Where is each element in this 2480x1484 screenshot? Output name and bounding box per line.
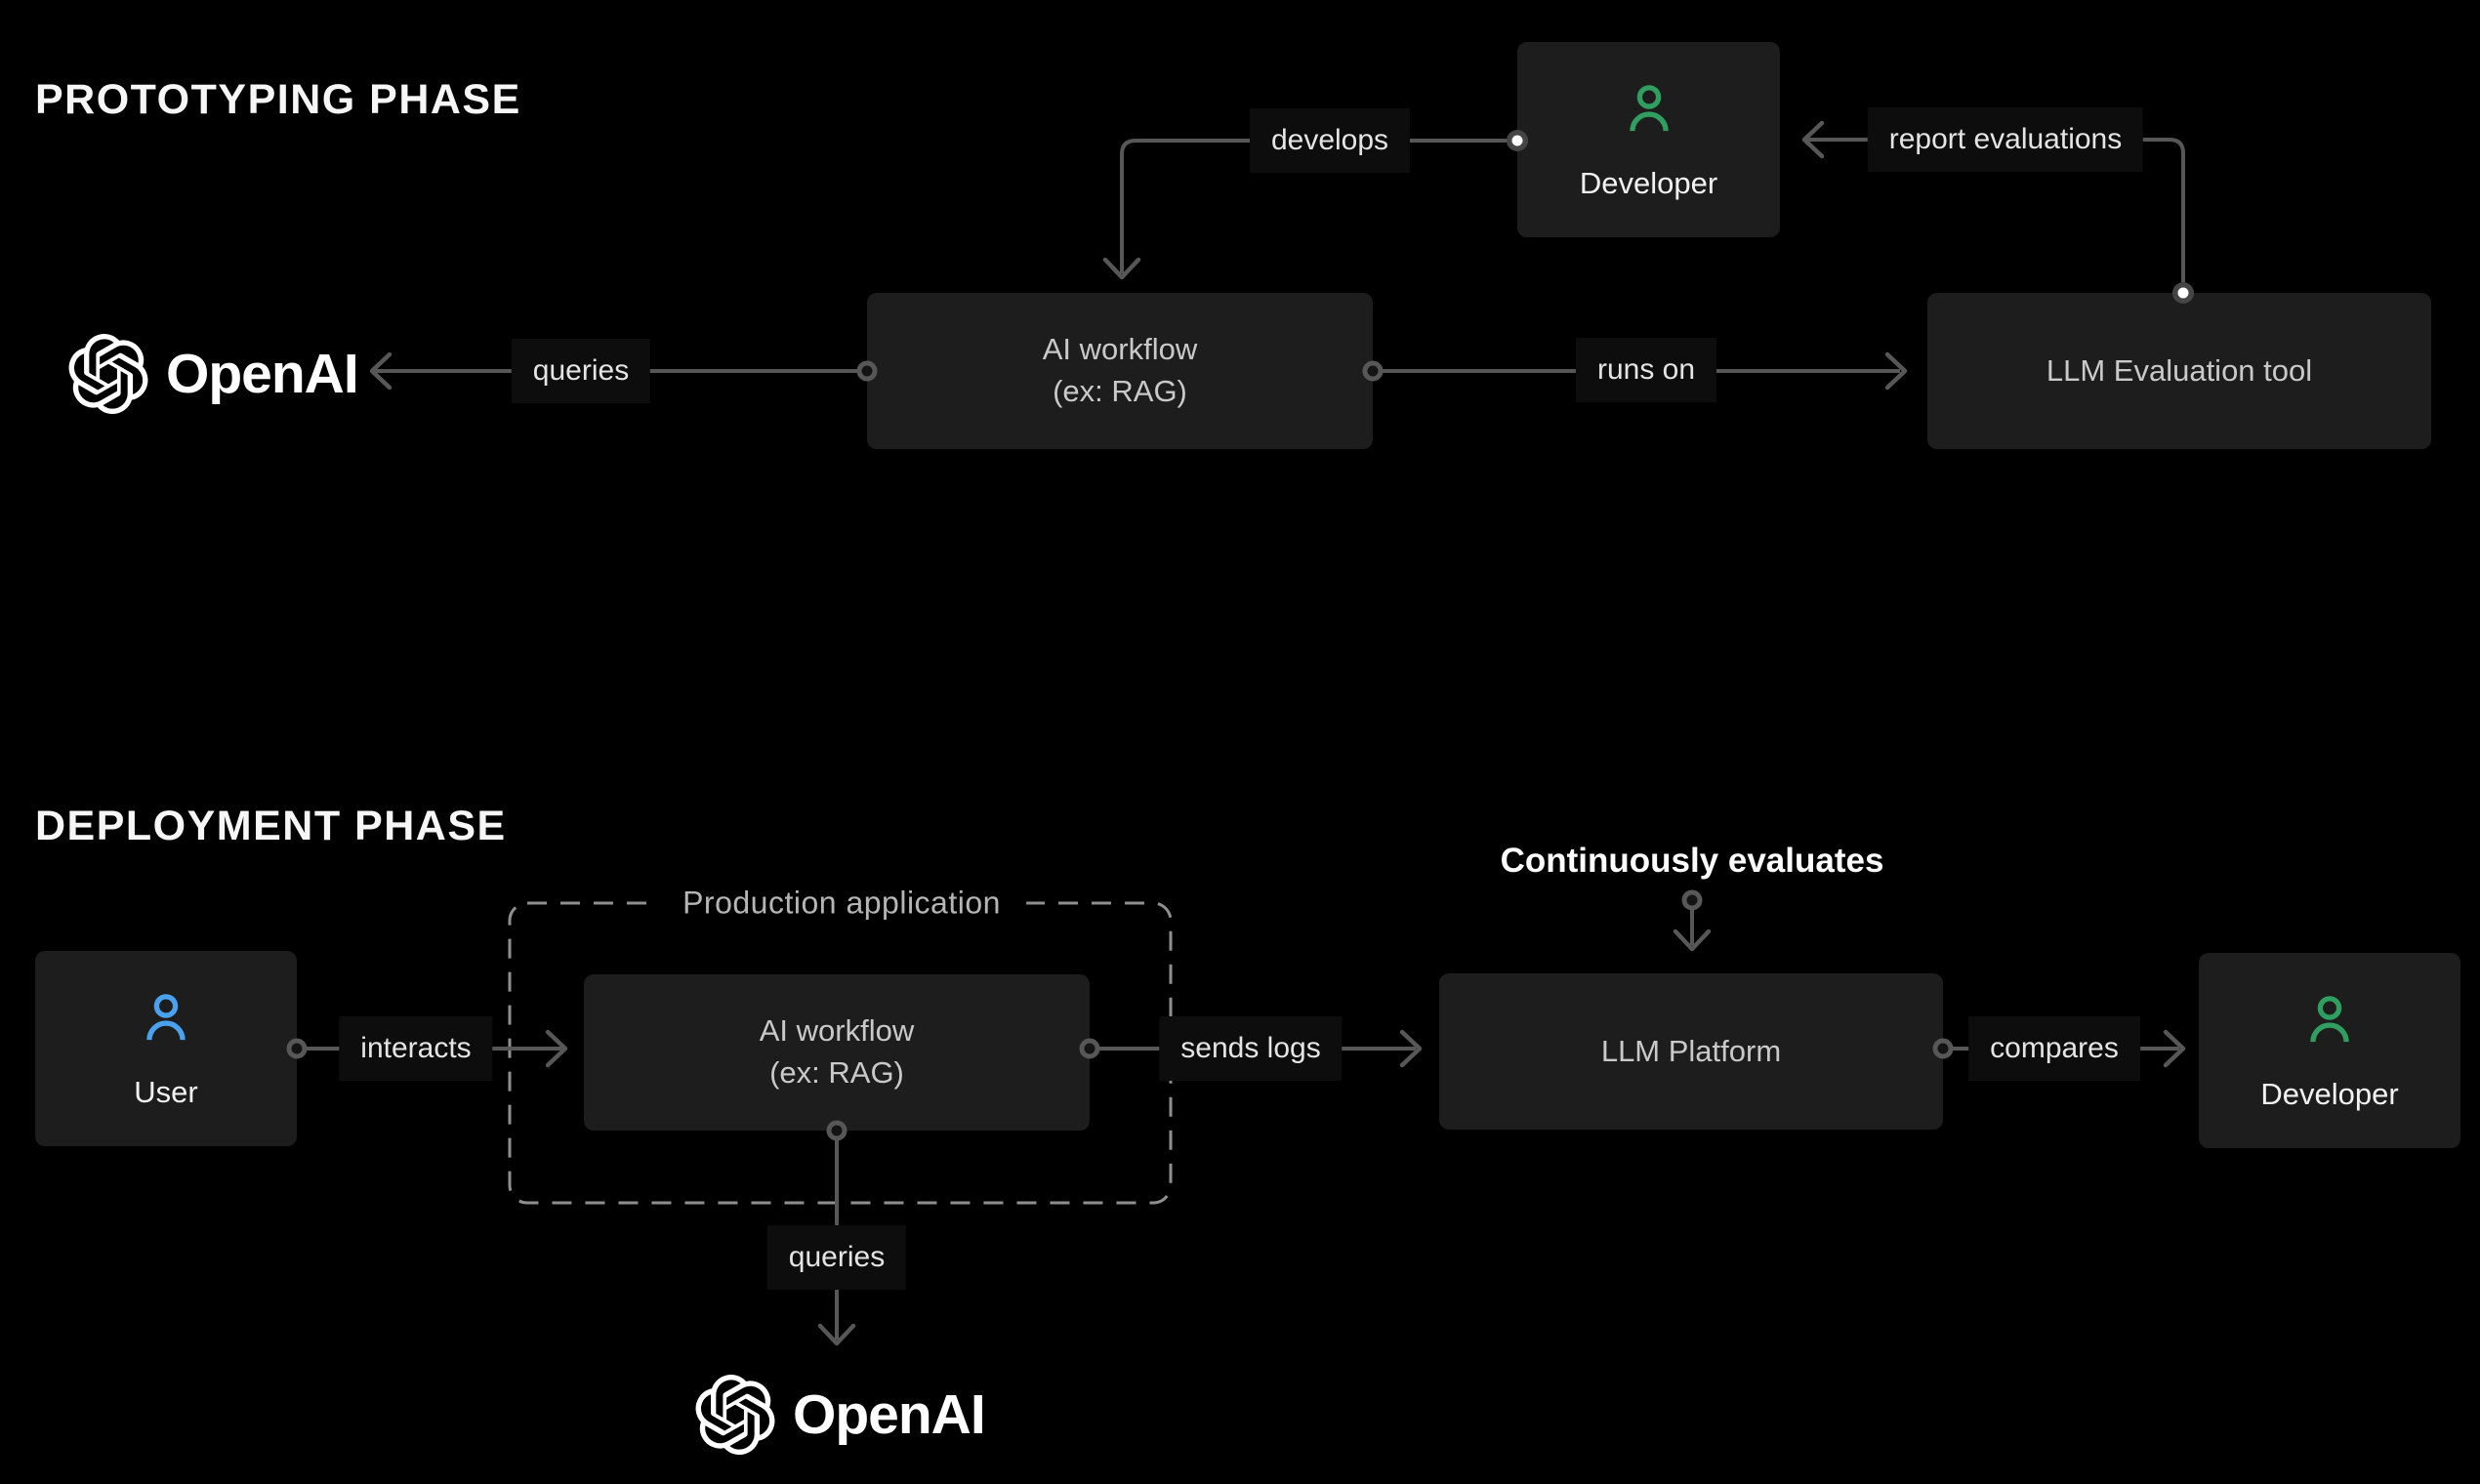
prototyping-phase-heading: PROTOTYPING PHASE <box>35 76 521 123</box>
flow-label-report-evaluations: report evaluations <box>1867 107 2144 172</box>
node-developer-deployment: Developer <box>2199 953 2460 1148</box>
node-ai-workflow-deployment: AI workflow (ex: RAG) <box>584 974 1090 1131</box>
openai-wordmark: OpenAI <box>166 343 359 405</box>
person-icon <box>1629 85 1669 132</box>
arrowhead-queries-top <box>369 351 393 391</box>
continuously-evaluates-note: Continuously evaluates <box>1500 842 1884 881</box>
node-developer-prototyping: Developer <box>1517 42 1780 237</box>
node-label: Developer <box>2260 1077 2399 1111</box>
flow-label-sends-logs: sends logs <box>1159 1016 1343 1081</box>
node-label: LLM Evaluation tool <box>2046 352 2313 388</box>
flow-label-runs-on: runs on <box>1575 338 1717 402</box>
person-icon <box>146 994 186 1041</box>
node-llm-evaluation-tool: LLM Evaluation tool <box>1927 293 2431 449</box>
node-label: User <box>134 1075 198 1109</box>
node-llm-platform: LLM Platform <box>1439 973 1943 1130</box>
arrowhead-runs-on <box>1884 351 1908 391</box>
arrowhead-report-evaluations <box>1801 120 1825 159</box>
flow-label-queries-top: queries <box>511 339 651 403</box>
flow-label-interacts: interacts <box>339 1016 493 1081</box>
arrowhead-develops <box>1102 257 1141 280</box>
node-user: User <box>35 951 297 1146</box>
node-label-line2: (ex: RAG) <box>1053 374 1187 408</box>
node-ai-workflow-prototyping: AI workflow (ex: RAG) <box>867 293 1373 449</box>
node-label-line1: AI workflow <box>1042 332 1198 367</box>
connector-ring-continuously-evaluates <box>1681 889 1703 911</box>
person-icon <box>2310 996 2349 1043</box>
node-label-line1: AI workflow <box>759 1013 915 1049</box>
openai-logo-deployment: OpenAI <box>695 1375 986 1455</box>
openai-logo-mark <box>695 1375 775 1455</box>
flow-label-queries-bottom: queries <box>766 1225 907 1290</box>
flow-label-compares: compares <box>1968 1016 2140 1081</box>
arrowhead-compares <box>2163 1029 2186 1068</box>
arrowhead-interacts <box>545 1029 568 1068</box>
deployment-phase-heading: DEPLOYMENT PHASE <box>35 803 507 849</box>
node-label: Developer <box>1579 166 1718 200</box>
arrowhead-sends-logs <box>1399 1029 1423 1068</box>
node-label-line2: (ex: RAG) <box>769 1055 904 1090</box>
openai-wordmark: OpenAI <box>793 1383 986 1446</box>
openai-logo-prototyping: OpenAI <box>68 334 359 414</box>
openai-logo-mark <box>68 334 148 414</box>
node-label: LLM Platform <box>1600 1033 1782 1068</box>
arrowhead-queries-bottom <box>817 1323 856 1346</box>
production-application-label: Production application <box>657 883 1026 924</box>
arrowhead-continuously-evaluates <box>1673 928 1712 952</box>
flow-label-develops: develops <box>1249 108 1411 173</box>
